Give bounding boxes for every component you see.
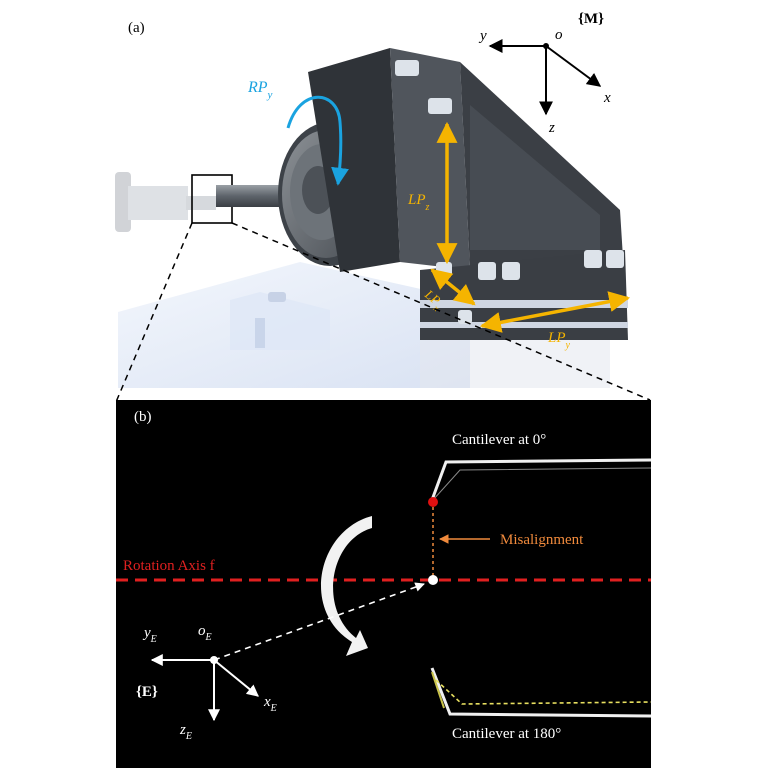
panel-a: (a) {M} RPy LPz LPx LPy o y x z	[115, 11, 651, 403]
axis-point	[428, 575, 438, 585]
cantilever-180	[430, 667, 652, 718]
axis-e-y: yE	[142, 625, 157, 645]
linear-x-arrow	[430, 268, 476, 306]
axis-m-y: y	[478, 28, 487, 44]
offset-vector	[213, 582, 425, 661]
axis-e-x: xE	[263, 694, 277, 714]
panel-a-label: (a)	[128, 20, 145, 36]
axis-m-origin: o	[555, 27, 563, 43]
cantilever-180-label: Cantilever at 180°	[452, 726, 561, 742]
axis-m-z: z	[548, 120, 555, 136]
frame-m-axes: o y x z	[478, 27, 611, 136]
rotation-axis-label: Rotation Axis f	[123, 558, 215, 574]
panel-b: (b) Cantilever at 0° Misalignment Rotati…	[116, 400, 652, 768]
axis-e-origin: oE	[198, 623, 212, 643]
axis-m-x: x	[603, 90, 611, 106]
panel-b-label: (b)	[134, 409, 152, 425]
frame-e-label: {E}	[136, 684, 158, 700]
axis-e-z: zE	[179, 722, 192, 742]
panel-b-background	[116, 400, 651, 768]
linear-y-arrow	[479, 291, 631, 333]
probe-holder	[115, 172, 216, 232]
linear-z-label: LPz	[407, 192, 430, 213]
zoom-line-right	[231, 222, 651, 401]
misalignment-label: Misalignment	[500, 532, 584, 548]
cantilever-0	[430, 458, 652, 501]
frame-e-axes: oE yE xE zE {E}	[136, 623, 277, 742]
frame-m-label: {M}	[578, 11, 604, 27]
rotation-arc-arrow	[320, 516, 372, 656]
linear-y-label: LPy	[547, 330, 571, 351]
rotation-arrow	[286, 95, 349, 186]
cantilever-0-label: Cantilever at 0°	[452, 432, 546, 448]
tip-marker-0	[428, 497, 438, 507]
rotation-label: RPy	[247, 79, 273, 101]
